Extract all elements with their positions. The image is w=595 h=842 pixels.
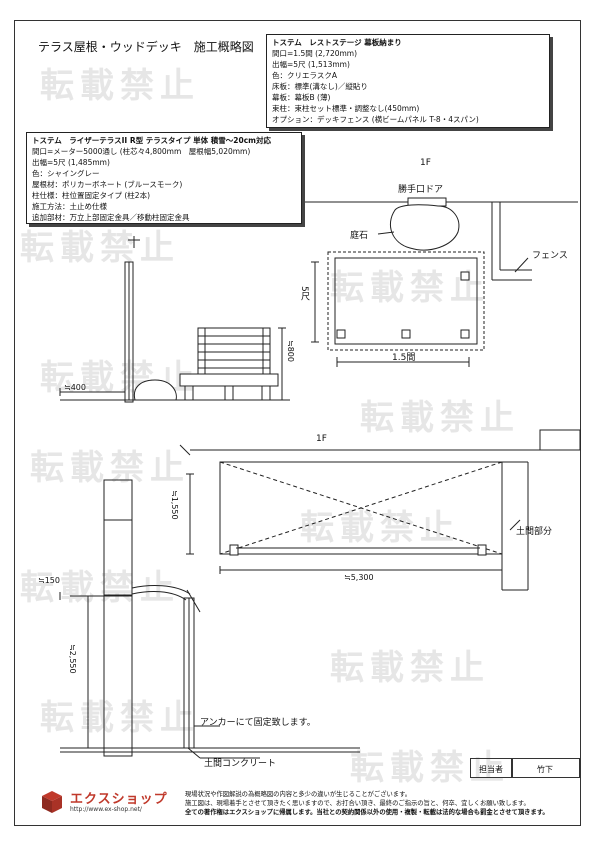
watermark: 転載禁止	[40, 66, 200, 106]
spec-line: オプション：デッキフェンス (横ビームパネル T-8・4スパン)	[272, 115, 479, 124]
floor-label: 1F	[316, 434, 327, 444]
dim-label: ≒400	[64, 383, 86, 392]
company-url: http://www.ex-shop.net/	[70, 806, 142, 813]
stone-label: 庭石	[350, 231, 369, 241]
doma-label: 土間部分	[516, 527, 553, 537]
spec-line: 追加部材：万立上部固定金具／移動柱固定金具	[32, 213, 190, 222]
spec-line: トステム レストステージ 幕板納まり	[272, 38, 402, 47]
spec-line: 柱仕様：柱位置固定タイプ (柱2本)	[32, 191, 151, 200]
logo-box-icon	[42, 791, 62, 813]
disclaimer: 現場状況や作図解説の為概略図の内容と多少の違いが生じることがございます。 施工図…	[185, 790, 565, 817]
dim-label: ≒1,550	[170, 490, 179, 520]
spec-line: 屋根材：ポリカーボネート (ブルースモーク)	[32, 180, 183, 189]
watermark: 転載禁止	[300, 508, 460, 548]
watermark: 転載禁止	[360, 398, 520, 438]
house-wall-elev	[103, 479, 133, 757]
dim-label: ≒800	[286, 340, 295, 362]
disclaimer-line: 現場状況や作図解説の為概略図の内容と多少の違いが生じることがございます。	[185, 791, 412, 798]
garden-stone	[390, 204, 460, 251]
spec-line: 床板：標準(溝なし)／縦貼り	[272, 82, 368, 91]
spec-line: 施工方法：土止め仕様	[32, 202, 107, 211]
disclaimer-line: 全ての著作権はエクスショップに帰属します。当社との契約関係以外の使用・複製・転載…	[185, 809, 549, 816]
spec-line: 間口=メーター5000通し (柱芯々4,800mm 屋根幅5,020mm)	[32, 147, 251, 156]
disclaimer-line: 施工図は、現場着手とさせて頂きたく思いますので、お打合い頂き、最終のご指示の旨と…	[185, 800, 530, 807]
stone-elev	[133, 379, 177, 401]
person-label: 担当者	[479, 765, 503, 774]
spec-line: 色：クリエラスクA	[272, 71, 337, 80]
door-label: 勝手口ドア	[398, 185, 444, 195]
spec-line: 間口=1.5間 (2,720mm)	[272, 49, 358, 58]
page-title: テラス屋根・ウッドデッキ 施工概略図	[38, 40, 254, 54]
deck-plan	[327, 251, 485, 351]
dim-label: ≒150	[38, 576, 60, 585]
dim-label: ≒2,550	[68, 644, 77, 674]
dim-label: ≒5,300	[344, 573, 374, 582]
person-name-box: 竹下	[512, 758, 580, 778]
spec-line: 出幅=5尺 (1,485mm)	[32, 158, 110, 167]
watermark: 転載禁止	[40, 698, 200, 738]
anchor-note: アンカーにて固定致します。	[200, 718, 316, 728]
terrace-plan	[219, 461, 503, 555]
spec-line: 色：シャイングレー	[32, 169, 100, 178]
terrace-spec-box: トステム ライザーテラスII R型 テラスタイプ 単体 積雪～20cm対応 間口…	[26, 132, 302, 224]
company-name: エクスショップ	[70, 792, 168, 807]
deck-spec-box: トステム レストステージ 幕板納まり 間口=1.5間 (2,720mm) 出幅=…	[266, 34, 550, 128]
watermark: 転載禁止	[20, 228, 180, 268]
spec-line: 出幅=5尺 (1,513mm)	[272, 60, 350, 69]
company-logo: エクスショップ http://www.ex-shop.net/	[38, 788, 178, 818]
doma-concrete-label: 土間コンクリート	[204, 759, 277, 769]
floor-label: 1F	[420, 158, 431, 168]
person-label-box: 担当者	[470, 758, 512, 778]
watermark: 転載禁止	[330, 648, 490, 688]
dim-label: 1.5間	[392, 353, 416, 363]
dim-label: 5尺	[299, 286, 309, 301]
drawing-frame	[14, 20, 581, 826]
spec-line: 幕板：幕板B (薄)	[272, 93, 331, 102]
deck-elev	[197, 327, 271, 375]
person-name: 竹下	[537, 765, 553, 774]
watermark: 転載禁止	[20, 568, 180, 608]
watermark: 転載禁止	[350, 748, 510, 788]
spec-line: トステム ライザーテラスII R型 テラスタイプ 単体 積雪～20cm対応	[32, 136, 271, 145]
spec-line: 束柱：束柱セット標準・調整なし(450mm)	[272, 104, 420, 113]
watermark: 転載禁止	[330, 268, 490, 308]
terrace-roof-elev	[131, 585, 191, 595]
watermark: 転載禁止	[30, 448, 190, 488]
fence-label: フェンス	[532, 251, 568, 261]
